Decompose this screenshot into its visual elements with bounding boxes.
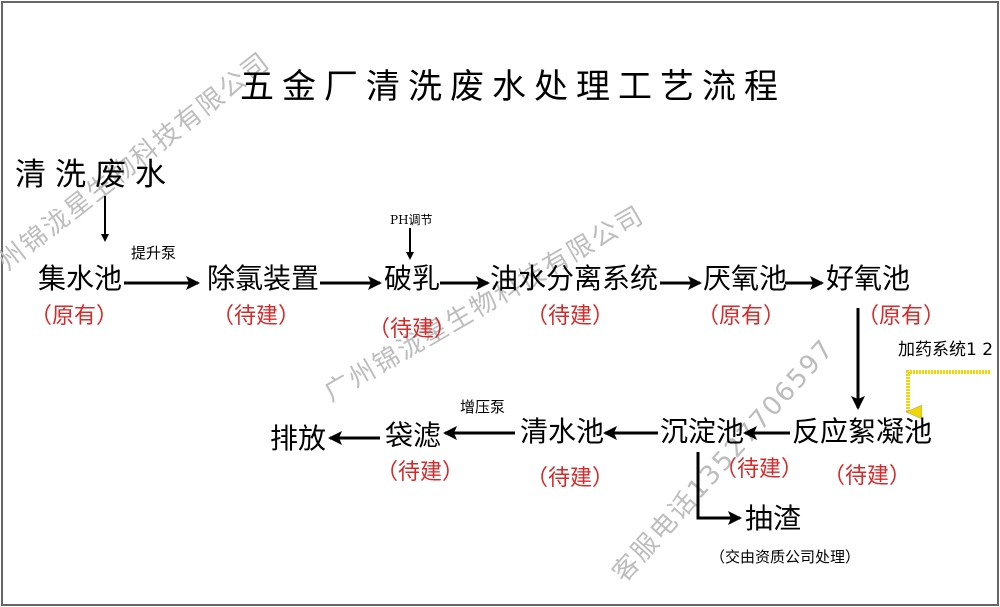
node-poru: 破乳	[384, 262, 441, 295]
page-title: 五金厂清洗废水处理工艺流程	[240, 67, 786, 107]
node-qingshui: 清水池	[520, 415, 605, 448]
node-paifang: 排放	[270, 422, 327, 455]
status-yanyang: （原有）	[697, 304, 786, 329]
dosing-label: 加药系统1 2	[898, 340, 994, 360]
status-jishuichi: （原有）	[30, 304, 119, 329]
dosing-line	[906, 370, 990, 412]
node-fanying: 反应絮凝池	[792, 415, 933, 448]
booster-pump-label: 增压泵	[460, 398, 506, 416]
arrow	[696, 452, 742, 525]
status-fanying: （待建）	[823, 464, 912, 489]
node-youshui: 油水分离系统	[490, 262, 659, 295]
ph-adjust-label: PH调节	[390, 213, 433, 227]
node-jishuichi: 集水池	[38, 262, 123, 295]
status-youshui: （待建）	[526, 304, 615, 329]
status-haoyang: （原有）	[857, 304, 946, 329]
node-chouzha: 抽渣	[745, 502, 802, 535]
status-chendian: （待建）	[715, 457, 804, 482]
status-poru: （待建）	[368, 317, 457, 342]
node-haoyang: 好氧池	[826, 262, 911, 295]
node-daolv: 袋滤	[385, 419, 442, 452]
node-chulv: 除氯装置	[207, 262, 320, 295]
status-chulv: （待建）	[212, 304, 301, 329]
lift-pump-label: 提升泵	[131, 244, 177, 262]
node-chendian: 沉淀池	[660, 415, 745, 448]
source-label: 清洗废水	[15, 157, 175, 193]
node-yanyang: 厌氧池	[703, 262, 788, 295]
status-daolv: （待建）	[376, 460, 465, 485]
status-qingshui: （待建）	[526, 466, 615, 491]
chouzha-note: （交由资质公司处理）	[710, 548, 861, 566]
